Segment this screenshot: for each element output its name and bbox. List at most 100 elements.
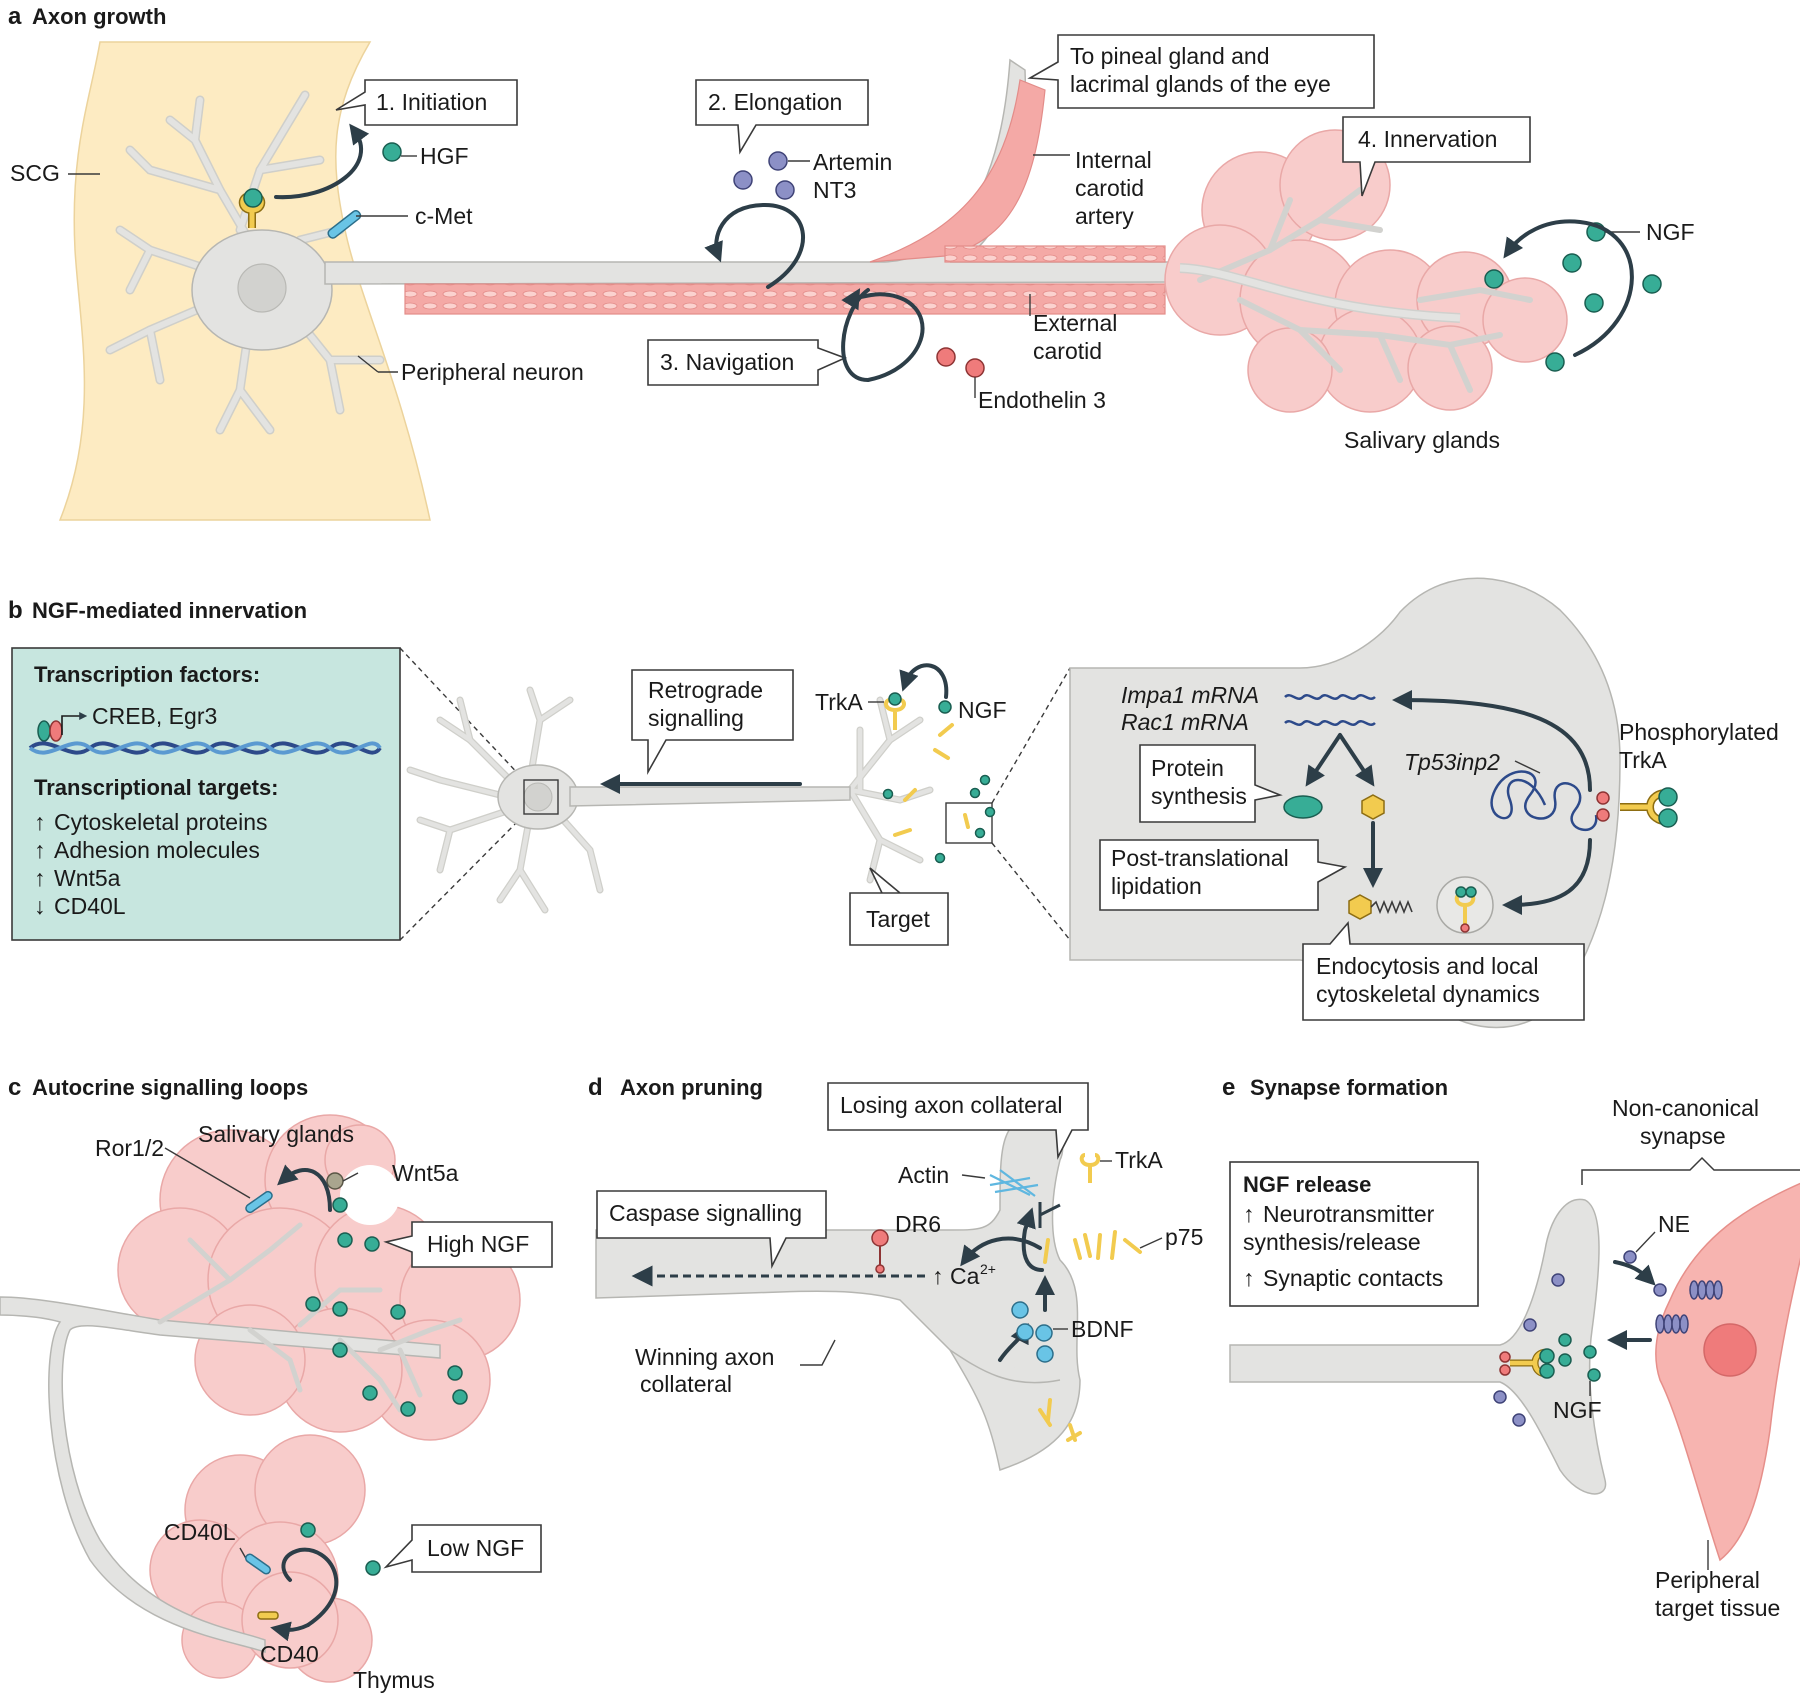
scg-label: SCG (10, 160, 60, 186)
ne-label: NE (1658, 1211, 1690, 1237)
bdnf-2 (1016, 1323, 1034, 1341)
peripheral-neuron (105, 90, 385, 435)
panel-c-letter: c (8, 1074, 21, 1101)
endocytosis-callout: Endocytosis and local cytoskeletal dynam… (1302, 921, 1585, 1021)
neuron-b (406, 686, 993, 914)
panel-b: b NGF-mediated innervation Transcription… (8, 577, 1779, 1029)
hgf-receptor (238, 188, 266, 228)
elongation-callout: 2. Elongation (695, 79, 869, 155)
hgf-molecule (382, 142, 402, 162)
panel-e-title: Synapse formation (1250, 1075, 1448, 1100)
ngf-molecule-a4 (1642, 274, 1662, 294)
svg-text:Endocytosis and local: Endocytosis and local (1316, 953, 1538, 979)
ngf-release-2-arrow: ↑ (1243, 1265, 1255, 1291)
actin-filaments (989, 1169, 1039, 1197)
ror-receptor (245, 1190, 273, 1214)
navigation-callout: 3. Navigation (647, 339, 848, 386)
ngf-release-box (1229, 1161, 1479, 1307)
tp53inp2-label: Tp53inp2 (1404, 749, 1500, 775)
initiation-arrow (274, 123, 370, 200)
svg-text:Post-translational: Post-translational (1111, 845, 1289, 871)
panel-d-title: Axon pruning (620, 1075, 763, 1100)
svg-text:4. Innervation: 4. Innervation (1358, 126, 1497, 152)
svg-text:Protein: Protein (1151, 755, 1224, 781)
phosphorylated-trka (1596, 787, 1678, 828)
ca-charge: 2+ (980, 1261, 996, 1277)
trka-d (1079, 1153, 1101, 1183)
initiation-callout: 1. Initiation (335, 79, 518, 126)
losing-collateral-callout: Losing axon collateral (827, 1082, 1089, 1160)
svg-text:High NGF: High NGF (427, 1231, 529, 1257)
ngf-molecule-a3 (1484, 269, 1504, 289)
endothelin-molecule-2 (965, 358, 985, 378)
panel-c-title: Autocrine signalling loops (32, 1075, 308, 1100)
target-1: Cytoskeletal proteins (54, 809, 268, 835)
artemin-molecule (768, 151, 788, 171)
target-callout: Target (849, 867, 949, 946)
target-tissue-label-1: Peripheral (1655, 1567, 1760, 1593)
bdnf-label: BDNF (1071, 1316, 1134, 1342)
target-tissue-label-2: target tissue (1655, 1595, 1780, 1621)
ngf-molecule-a6 (1545, 352, 1565, 372)
winning-label-2: collateral (640, 1371, 732, 1397)
target-1-arrow: ↑ (34, 809, 46, 835)
ngf-molecule-a2 (1562, 253, 1582, 273)
artemin-label: Artemin (813, 149, 892, 175)
cd40-receptor (257, 1611, 279, 1620)
lipidation-product (1361, 794, 1385, 820)
panel-a-title: Axon growth (32, 4, 166, 29)
nt3-molecule-2 (775, 180, 795, 200)
target-3-arrow: ↑ (34, 865, 46, 891)
salivary-label-a: Salivary glands (1344, 427, 1500, 453)
elongation-arrow (704, 202, 806, 289)
cd40-label: CD40 (260, 1641, 319, 1667)
tf-heading: Transcription factors: (34, 662, 260, 687)
salivary-label-c: Salivary glands (198, 1121, 354, 1147)
ngf-label-e: NGF (1553, 1397, 1602, 1423)
svg-text:Retrograde: Retrograde (648, 677, 763, 703)
winning-axon (595, 1115, 1081, 1471)
nerve-c (0, 1296, 441, 1654)
dr6-label: DR6 (895, 1211, 941, 1237)
ror-label: Ror1/2 (95, 1135, 164, 1161)
svg-text:2. Elongation: 2. Elongation (708, 89, 842, 115)
ca-arrow: ↑ (932, 1263, 944, 1289)
ngf-release-heading: NGF release (1243, 1172, 1371, 1197)
winning-label-1: Winning axon (635, 1344, 774, 1370)
tf-genes: CREB, Egr3 (92, 703, 217, 729)
svg-text:lipidation: lipidation (1111, 873, 1202, 899)
trka-e (1499, 1348, 1555, 1379)
target-2: Adhesion molecules (54, 837, 260, 863)
ngf-molecule-a5 (1584, 293, 1604, 313)
svg-text:lacrimal glands of the eye: lacrimal glands of the eye (1070, 71, 1331, 97)
low-ngf-callout: Low NGF (383, 1524, 542, 1573)
pineal-callout: To pineal gland and lacrimal glands of t… (1027, 34, 1375, 109)
svg-text:Target: Target (866, 906, 931, 932)
panel-d-letter: d (588, 1074, 603, 1101)
svg-text:Low NGF: Low NGF (427, 1535, 524, 1561)
ptl-callout: Post-translational lipidation (1099, 839, 1348, 911)
svg-text:1. Initiation: 1. Initiation (376, 89, 487, 115)
panel-c: c Autocrine signalling loops Sa (0, 1074, 553, 1693)
nt3-label: NT3 (813, 177, 856, 203)
wnt5a-molecule (326, 1172, 344, 1190)
svg-text:Caspase signalling: Caspase signalling (609, 1200, 802, 1226)
cd40l-receptor (245, 1553, 271, 1575)
panel-e: e Synapse formation NGF release ↑ Neurot… (1222, 1074, 1800, 1621)
nt3-molecule (733, 170, 753, 190)
hgf-label: HGF (420, 143, 469, 169)
c-met-receptor (327, 210, 362, 239)
ngf-label-b: NGF (958, 697, 1007, 723)
protein-synthesis-callout: Protein synthesis (1139, 744, 1283, 823)
innervation-callout: 4. Innervation (1342, 116, 1531, 197)
noncanon-label-1: Non-canonical (1612, 1095, 1759, 1121)
internal-carotid (869, 79, 1046, 263)
endothelin-molecule-1 (936, 347, 956, 367)
phos-trka-label-2: TrkA (1619, 747, 1667, 773)
impa1-label: Impa1 mRNA (1121, 682, 1259, 708)
cd40l-label: CD40L (164, 1519, 236, 1545)
svg-text:synthesis: synthesis (1151, 783, 1247, 809)
peripheral-neuron-label: Peripheral neuron (401, 359, 584, 385)
internal-carotid-label-1: Internal (1075, 147, 1152, 173)
